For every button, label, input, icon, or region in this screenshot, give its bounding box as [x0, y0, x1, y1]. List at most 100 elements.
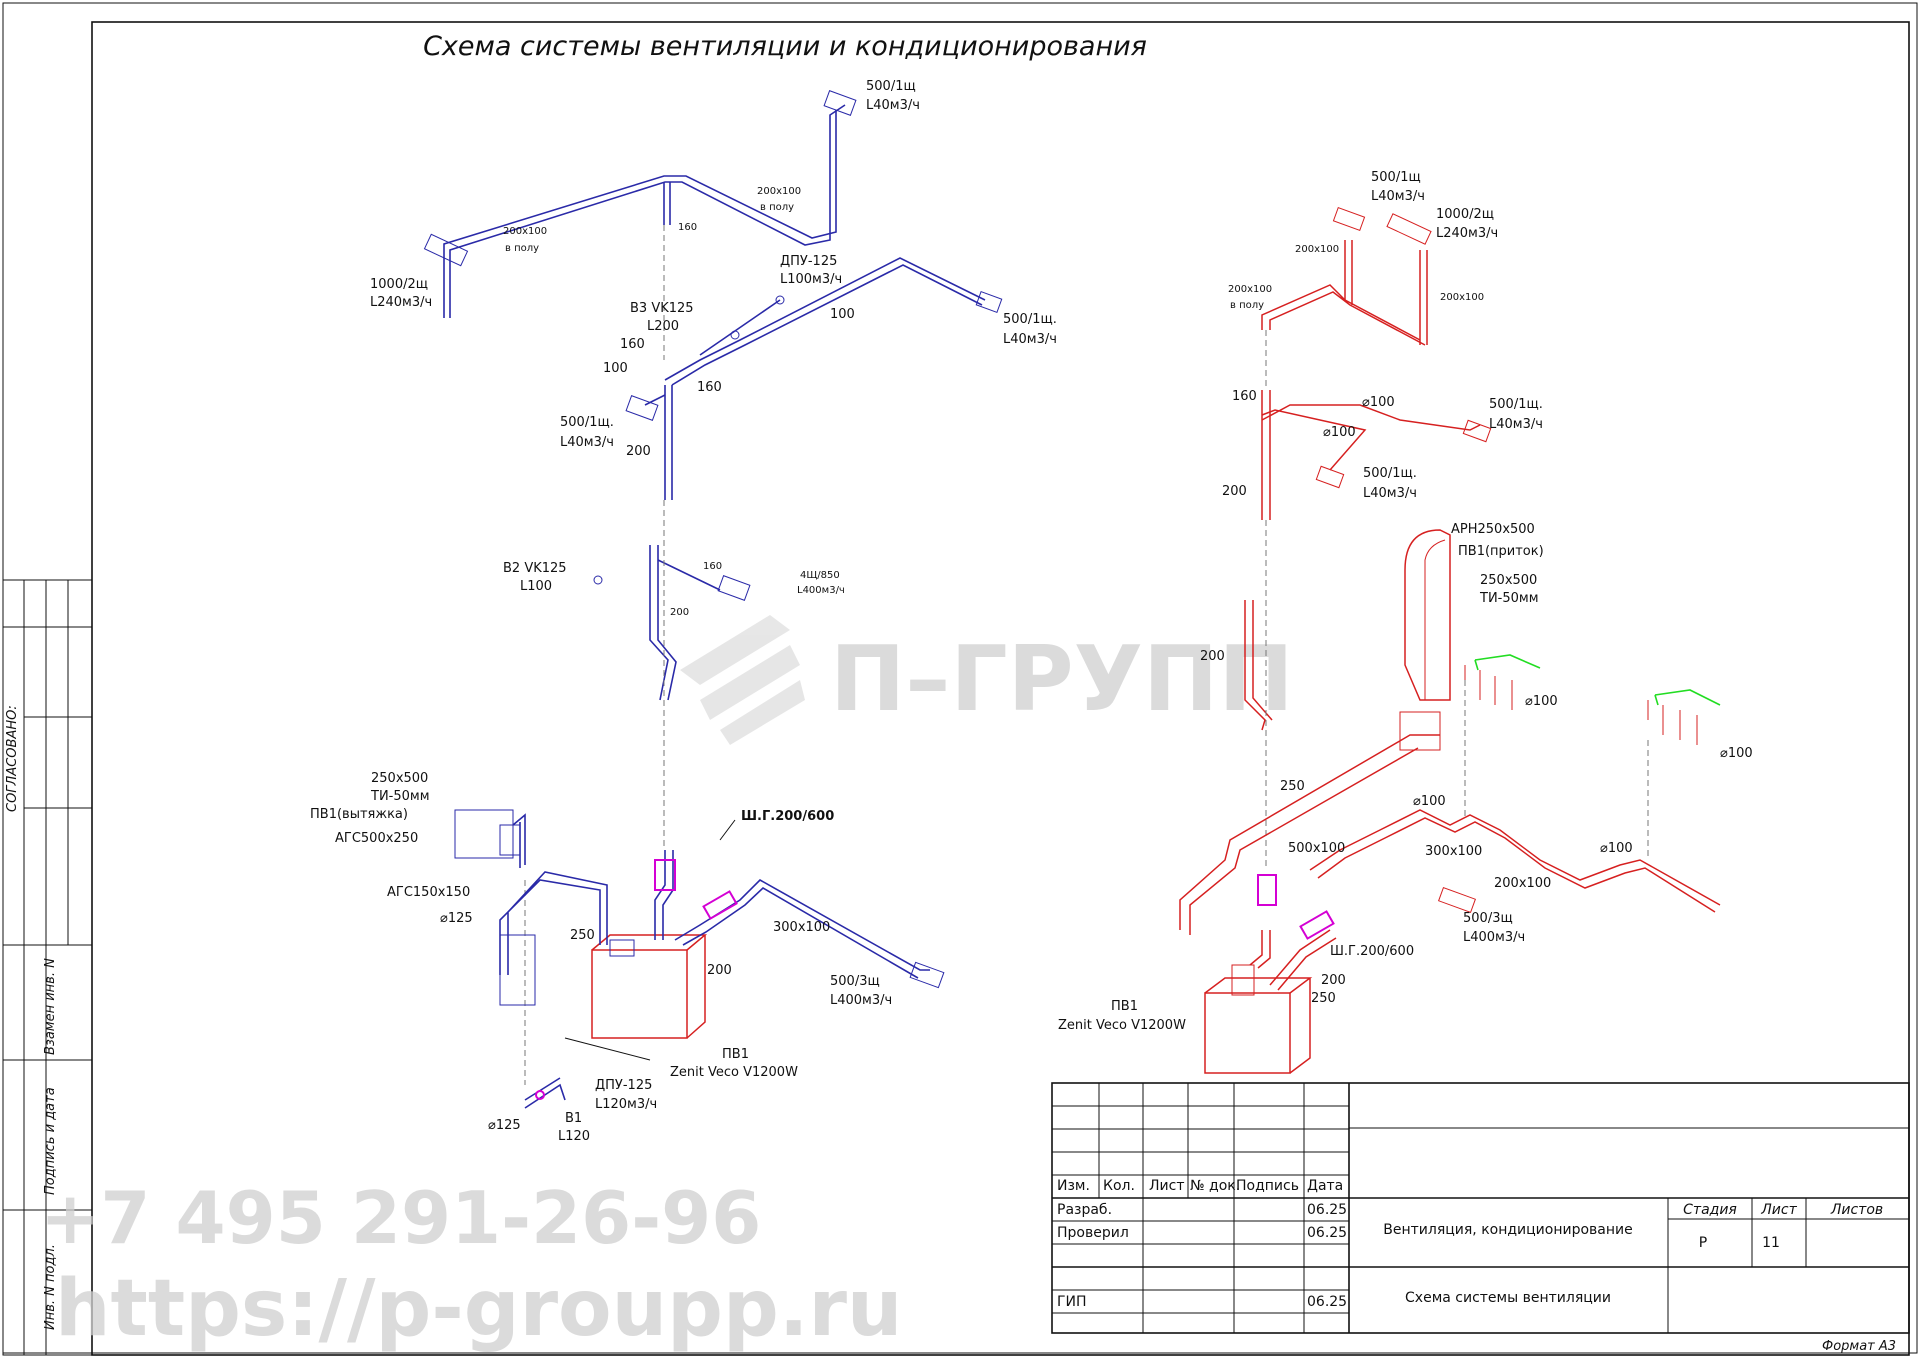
sheet-value: 11 — [1762, 1235, 1780, 1251]
svg-text:в полу: в полу — [1230, 300, 1264, 311]
lbl-ags500: АГС500х250 — [335, 831, 418, 846]
top-right-outlet-icon — [823, 90, 857, 116]
duct-200-low — [654, 850, 674, 940]
svg-text:L200: L200 — [647, 319, 679, 334]
sheets-header: Листов — [1830, 1202, 1883, 1218]
stage-value: Р — [1699, 1235, 1707, 1251]
svg-text:ТИ-50мм: ТИ-50мм — [1479, 591, 1539, 606]
lbl-125-low: ⌀125 — [488, 1118, 521, 1133]
lbl-duct-200x100-right: 200x100 — [757, 186, 801, 197]
lbl-d100-d: ⌀100 — [1720, 746, 1753, 761]
hdr-list: Лист — [1149, 1178, 1184, 1194]
ags150-icon — [499, 824, 521, 856]
hdr-doc: № док. — [1190, 1178, 1240, 1194]
svg-text:250х500: 250х500 — [1480, 573, 1537, 588]
riser-160-right — [1261, 390, 1271, 520]
agreed-label: СОГЛАСОВАНО: — [5, 705, 20, 812]
watermark-phone: +7 495 291-26-96 — [40, 1176, 761, 1260]
grille-4shch-icon — [717, 575, 751, 601]
lbl-grille-4shch: 4Щ/850 — [800, 570, 840, 581]
duct-top-right — [1261, 284, 1426, 346]
svg-text:L40м3/ч: L40м3/ч — [1003, 332, 1057, 347]
outlet-500-3-right-icon — [1437, 886, 1477, 914]
svg-text:ПВ1(вытяжка): ПВ1(вытяжка) — [310, 807, 408, 822]
lbl-200x100-c: 200x100 — [1494, 876, 1551, 891]
page-title: Схема системы вентиляции и кондициониров… — [423, 31, 1147, 62]
manifold-right-icon — [1654, 689, 1721, 706]
unit-pv1-right — [1204, 992, 1291, 1074]
row-developer-role: Разраб. — [1057, 1202, 1112, 1218]
lbl-b1: В1 — [565, 1111, 582, 1126]
svg-text:L40м3/ч: L40м3/ч — [560, 435, 614, 450]
dpu-lower-duct — [524, 1077, 566, 1109]
row-gip-role: ГИП — [1057, 1294, 1087, 1310]
row-checker-role: Проверил — [1057, 1225, 1129, 1241]
lbl-d100-b: ⌀100 — [1323, 425, 1356, 440]
svg-text:L40м3/ч: L40м3/ч — [866, 98, 920, 113]
svg-text:L240м3/ч: L240м3/ч — [370, 295, 432, 310]
branch-160 — [657, 559, 721, 591]
b2-valve-icon — [593, 575, 603, 585]
lbl-b3-valve: В3 VK125 — [630, 301, 694, 316]
dpu-branch — [699, 299, 781, 356]
lbl-right-outlet: 500/1щ. — [1003, 312, 1057, 327]
outlet-mid-a-icon — [1462, 419, 1492, 443]
lbl-200-upper: 200 — [626, 444, 651, 459]
dpu-lower-icon — [535, 1090, 545, 1100]
svg-text:L100м3/ч: L100м3/ч — [780, 272, 842, 287]
lbl-left-outlet: 500/1щ. — [560, 415, 614, 430]
outlet-top-a-icon — [1332, 206, 1366, 232]
lbl-unit-left: ПВ1 — [722, 1047, 749, 1062]
lbl-250-right-b: 250 — [1311, 991, 1336, 1006]
row-checker-date: 06.25 — [1307, 1225, 1347, 1241]
lbl-unit-right: ПВ1 — [1111, 999, 1138, 1014]
arn-inlet-icon — [1399, 711, 1441, 751]
svg-text:L120м3/ч: L120м3/ч — [595, 1097, 657, 1112]
left-outlet-icon — [625, 395, 659, 421]
top-left-outlet-icon — [423, 233, 469, 267]
duct-500x100-right — [1309, 809, 1721, 913]
lbl-outlet-top-a: 500/1щ — [1371, 170, 1421, 185]
svg-text:в полу: в полу — [760, 202, 794, 213]
ags500-icon — [499, 934, 536, 1006]
lbl-200x100-floor: 200x100 — [1228, 284, 1272, 295]
right-ventilation-system: 500/1щ L40м3/ч 1000/2щ L240м3/ч 200x100 … — [1058, 170, 1753, 1074]
watermark-url: https://p-groupp.ru — [55, 1264, 902, 1354]
svg-text:L120: L120 — [558, 1129, 590, 1144]
lbl-160-mid: 160 — [703, 561, 722, 572]
lbl-200x100-a: 200x100 — [1295, 244, 1339, 255]
lbl-riser-160: 160 — [678, 222, 697, 233]
watermark: П–ГРУПП +7 495 291-26-96 https://p-group… — [40, 615, 1294, 1354]
outlet-top-b-icon — [1386, 213, 1432, 245]
svg-text:Zenit Veco V1200W: Zenit Veco V1200W — [670, 1065, 798, 1080]
shg-damper-left-icon — [654, 859, 676, 891]
svg-text:L40м3/ч: L40м3/ч — [1371, 189, 1425, 204]
lbl-arn: АРН250х500 — [1451, 522, 1535, 537]
left-ventilation-system: 500/1щ L40м3/ч 200x100 в полу 200x100 в … — [310, 79, 1057, 1144]
duct-300x100 — [674, 879, 930, 979]
lbl-500x100: 500x100 — [1288, 841, 1345, 856]
lbl-dpu-upper: ДПУ-125 — [780, 254, 837, 269]
manifold-left-icon — [1474, 654, 1541, 671]
svg-text:ПВ1(приток): ПВ1(приток) — [1458, 544, 1544, 559]
lbl-duct-200x100-left: 200x100 — [503, 226, 547, 237]
brand-logo-icon — [680, 615, 805, 745]
format-label: Формат А3 — [1822, 1339, 1896, 1354]
duct-100 — [664, 257, 986, 381]
lbl-shg-right: Ш.Г.200/600 — [1330, 944, 1414, 959]
arn-duct-icon — [1404, 529, 1451, 701]
svg-text:ТИ-50мм: ТИ-50мм — [370, 789, 430, 804]
svg-text:L400м3/ч: L400м3/ч — [1463, 930, 1525, 945]
lbl-160-b: 160 — [697, 380, 722, 395]
lbl-d100-f: ⌀100 — [1600, 841, 1633, 856]
sheet-name: Схема системы вентиляции — [1405, 1290, 1611, 1306]
lbl-b2-valve: В2 VK125 — [503, 561, 567, 576]
ti-box-icon — [454, 809, 514, 859]
svg-text:L400м3/ч: L400м3/ч — [797, 585, 845, 596]
shg-damper-right-icon — [1257, 874, 1277, 906]
lbl-top-left-outlet: 1000/2щ — [370, 277, 428, 292]
riser-200 — [664, 385, 673, 500]
lbl-outlet-top-b: 1000/2щ — [1436, 207, 1494, 222]
row-gip-date: 06.25 — [1307, 1294, 1347, 1310]
